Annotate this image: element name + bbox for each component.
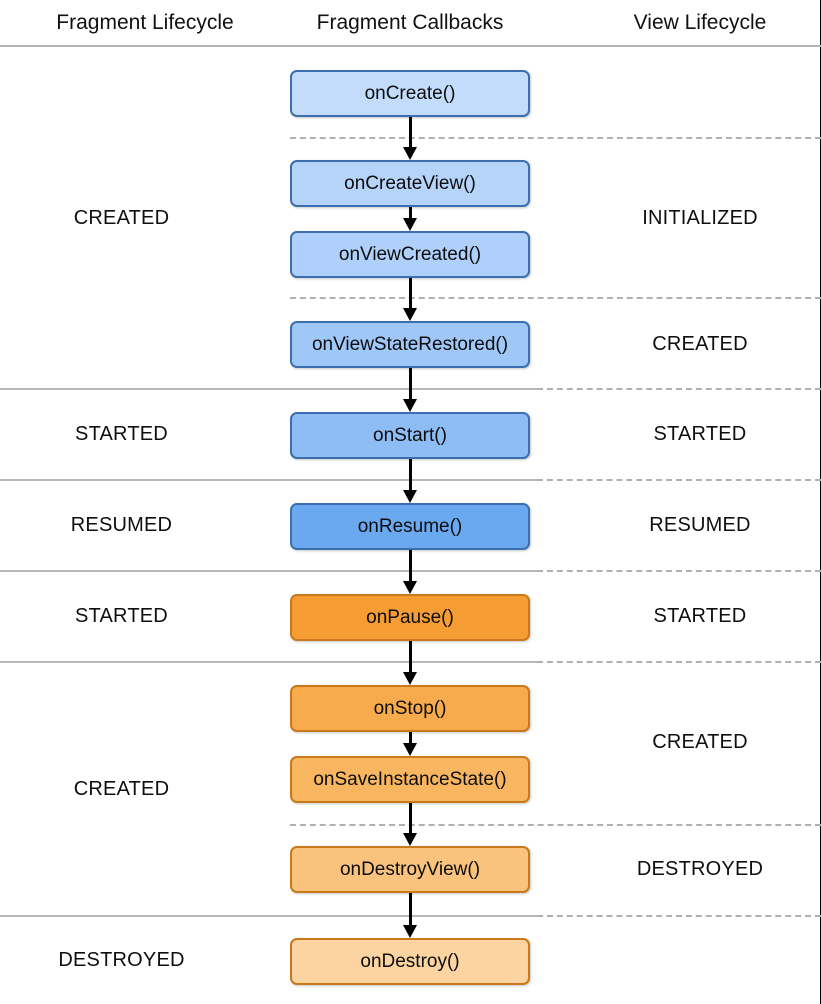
view-state-resumed: RESUMED: [649, 514, 751, 536]
arrow-stem: [409, 278, 412, 310]
arrow-head-icon: [403, 581, 417, 594]
arrow-viewcreated-to-viewstaterestored: [403, 278, 418, 321]
callback-box-label: onCreateView(): [344, 172, 476, 194]
divider-fragment-created-2-dashed: [537, 661, 821, 663]
view-state-destroyed: DESTROYED: [636, 858, 764, 880]
fragment-state-destroyed: DESTROYED: [58, 949, 185, 971]
arrow-stem: [409, 207, 412, 220]
arrow-head-icon: [403, 672, 417, 685]
divider-fragment-resumed: [0, 479, 537, 481]
divider-view-initialized-top: [290, 137, 821, 139]
callback-box-label: onDestroyView(): [339, 858, 481, 880]
callback-box-on-pause[interactable]: onPause(): [290, 594, 530, 641]
divider-fragment-destroyed: [0, 915, 537, 917]
callback-box-label: onStart(): [373, 424, 447, 446]
arrow-resume-to-pause: [403, 550, 418, 594]
arrow-head-icon: [403, 308, 417, 321]
callback-box-label: onViewStateRestored(): [311, 333, 509, 355]
callback-box-on-view-created[interactable]: onViewCreated(): [290, 231, 530, 278]
arrow-stem: [409, 732, 412, 745]
divider-view-destroyed: [290, 824, 821, 826]
arrow-createview-to-viewcreated: [403, 207, 418, 231]
arrow-head-icon: [403, 743, 417, 756]
view-state-started-2: STARTED: [653, 605, 747, 627]
arrow-head-icon: [403, 399, 417, 412]
arrow-head-icon: [403, 925, 417, 938]
column-header-view-lifecycle: View Lifecycle: [633, 11, 767, 34]
arrow-head-icon: [403, 833, 417, 846]
view-state-created-2: CREATED: [652, 731, 748, 753]
arrow-head-icon: [403, 218, 417, 231]
divider-fragment-destroyed-dashed: [537, 915, 821, 917]
arrow-start-to-resume: [403, 459, 418, 503]
divider-fragment-started-dashed: [537, 388, 821, 390]
arrow-stem: [409, 893, 412, 927]
fragment-state-started: STARTED: [75, 423, 168, 445]
arrow-head-icon: [403, 490, 417, 503]
divider-fragment-created-2: [0, 661, 537, 663]
arrow-stop-to-savestate: [403, 732, 418, 756]
fragment-state-resumed: RESUMED: [70, 514, 173, 536]
callback-box-on-view-state-restored[interactable]: onViewStateRestored(): [290, 321, 530, 368]
header-divider: [0, 45, 821, 47]
arrow-stem: [409, 117, 412, 149]
fragment-state-started-2: STARTED: [75, 605, 168, 627]
arrow-destroyview-to-destroy: [403, 893, 418, 938]
arrow-viewstaterestored-to-start: [403, 368, 418, 412]
callback-box-label: onCreate(): [364, 82, 456, 104]
arrow-create-to-createview: [403, 117, 418, 160]
callback-box-label: onResume(): [357, 515, 463, 537]
callback-box-label: onStop(): [373, 697, 447, 719]
fragment-state-created: CREATED: [73, 207, 170, 229]
callback-box-on-destroy-view[interactable]: onDestroyView(): [290, 846, 530, 893]
view-state-started: STARTED: [653, 423, 747, 445]
callback-box-on-create[interactable]: onCreate(): [290, 70, 530, 117]
arrow-pause-to-stop: [403, 641, 418, 685]
arrow-stem: [409, 803, 412, 835]
callback-box-on-start[interactable]: onStart(): [290, 412, 530, 459]
callback-box-on-save-instance-state[interactable]: onSaveInstanceState(): [290, 756, 530, 803]
arrow-savestate-to-destroyview: [403, 803, 418, 846]
callback-box-on-stop[interactable]: onStop(): [290, 685, 530, 732]
view-state-initialized: INITIALIZED: [642, 207, 758, 229]
callback-box-on-destroy[interactable]: onDestroy(): [290, 938, 530, 985]
callback-box-on-resume[interactable]: onResume(): [290, 503, 530, 550]
column-header-fragment-lifecycle: Fragment Lifecycle: [56, 11, 234, 34]
divider-fragment-started: [0, 388, 537, 390]
callback-box-label: onViewCreated(): [338, 243, 482, 265]
divider-fragment-started-2-dashed: [537, 570, 821, 572]
arrow-stem: [409, 641, 412, 674]
callback-box-label: onDestroy(): [360, 950, 460, 972]
arrow-stem: [409, 550, 412, 583]
callback-box-label: onPause(): [366, 606, 454, 628]
fragment-state-created-2: CREATED: [73, 778, 170, 800]
divider-view-created-start: [290, 297, 821, 299]
view-state-created: CREATED: [652, 333, 748, 355]
arrow-stem: [409, 459, 412, 492]
column-header-fragment-callbacks: Fragment Callbacks: [316, 11, 504, 34]
arrow-head-icon: [403, 147, 417, 160]
divider-fragment-resumed-dashed: [537, 479, 821, 481]
callback-box-label: onSaveInstanceState(): [313, 768, 507, 790]
callback-box-on-create-view[interactable]: onCreateView(): [290, 160, 530, 207]
arrow-stem: [409, 368, 412, 401]
divider-fragment-started-2: [0, 570, 537, 572]
